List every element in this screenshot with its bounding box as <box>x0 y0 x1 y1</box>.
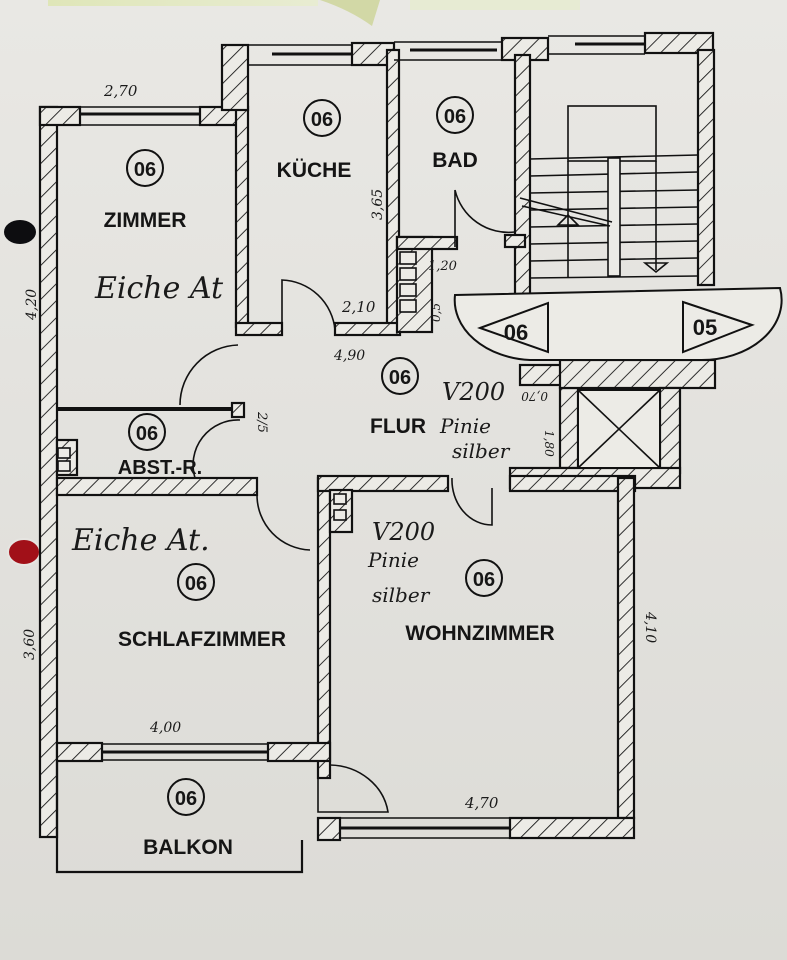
dim-bad-corridor: 1,20 <box>428 259 457 274</box>
schlafzimmer-floor-note: Eiche At. <box>71 523 210 558</box>
wohnzimmer-label: WOHNZIMMER <box>405 622 554 645</box>
unit-05-arrow-icon <box>682 300 755 354</box>
dim-flur-niche-1: 0,70 <box>521 389 548 403</box>
door-swings <box>179 189 516 813</box>
room-number-badge <box>436 96 474 134</box>
sticky-note <box>410 0 580 10</box>
wohnzimmer-note: Pinie <box>367 548 419 572</box>
flur-label: FLUR <box>370 415 426 438</box>
abstellraum-label: ABST.-R. <box>118 457 202 479</box>
dim-flur-length: 4,90 <box>333 348 365 364</box>
bad-label: BAD <box>432 149 478 172</box>
room-number-badge <box>177 563 215 601</box>
bad-number: 06 <box>444 106 466 128</box>
schlafzimmer-number: 06 <box>185 573 207 595</box>
zimmer-number: 06 <box>134 159 156 181</box>
flur-note: V200 <box>442 378 505 406</box>
balkon-label: BALKON <box>143 836 233 859</box>
dim-bad-small: 0,5 <box>429 303 443 322</box>
flur-note: Pinie <box>439 414 491 438</box>
dim-flur-niche-2: 1,80 <box>542 430 556 457</box>
walls <box>38 31 717 842</box>
dim-flur-door: 2/5 <box>254 411 269 433</box>
dim-wohnzimmer-height: 4,10 <box>642 611 658 643</box>
sticky-note-curl <box>320 0 380 26</box>
balkon-number: 06 <box>175 788 197 810</box>
wohnzimmer-note: V200 <box>372 518 435 546</box>
kueche-label: KÜCHE <box>277 159 352 182</box>
balcony-outline <box>55 762 304 874</box>
schlafzimmer-label: SCHLAFZIMMER <box>118 628 286 651</box>
room-number-badge <box>381 357 419 395</box>
stair-unit-right: 05 <box>693 315 717 340</box>
abstellraum-number: 06 <box>136 423 158 445</box>
dim-zimmer-height: 4,20 <box>24 289 40 321</box>
zimmer-label: ZIMMER <box>104 209 187 232</box>
zimmer-floor-note: Eiche At <box>94 271 224 306</box>
room-number-badge <box>126 149 164 187</box>
dim-wohnzimmer-width: 4,70 <box>464 794 499 812</box>
room-number-badge <box>303 99 341 137</box>
dim-kueche-height: 3,65 <box>370 189 386 220</box>
punch-hole-icon <box>4 220 36 244</box>
wohnzimmer-note: silber <box>372 583 431 607</box>
dim-schlafzimmer-width: 4,00 <box>149 720 181 736</box>
dim-schlafzimmer-height: 3,60 <box>22 629 38 660</box>
kueche-number: 06 <box>311 109 333 131</box>
punch-hole-icon <box>7 538 41 566</box>
flur-note: silber <box>452 439 511 463</box>
wohnzimmer-number: 06 <box>473 569 495 591</box>
dim-kueche-width: 2,10 <box>341 298 376 316</box>
flur-number: 06 <box>389 367 411 389</box>
room-number-badge <box>128 413 166 451</box>
sticky-note <box>48 0 318 6</box>
dim-zimmer-width: 2,70 <box>103 82 138 100</box>
room-number-badge <box>167 778 205 816</box>
room-number-badge <box>465 559 503 597</box>
stair-unit-left: 06 <box>504 320 528 345</box>
unit-06-arrow-icon <box>477 301 549 354</box>
stairwell <box>453 105 783 362</box>
